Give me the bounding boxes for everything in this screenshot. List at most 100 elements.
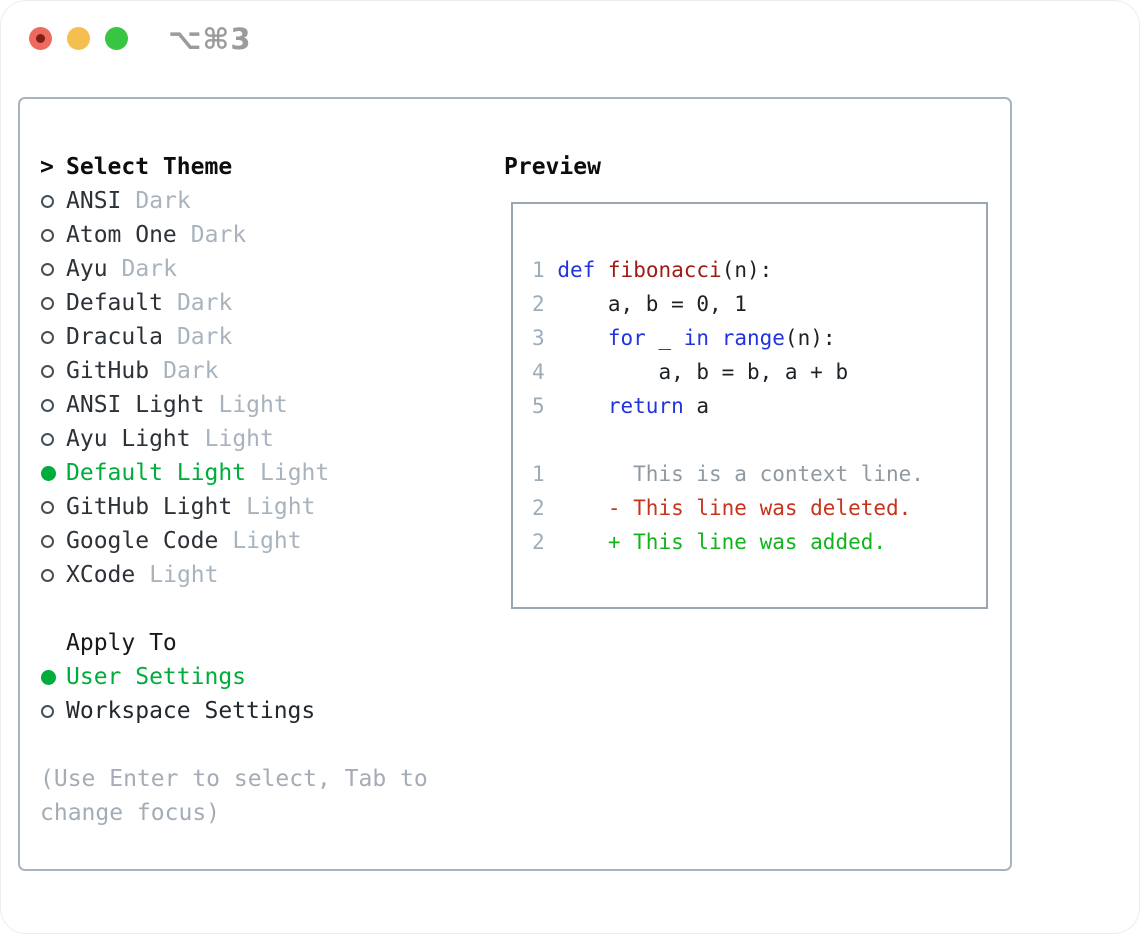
apply-to-header: Apply To — [40, 626, 480, 660]
radio-unselected-icon — [41, 534, 54, 548]
marker-cell — [40, 704, 66, 718]
theme-name: Ayu — [66, 256, 108, 282]
theme-option[interactable]: Default Light Light — [40, 456, 480, 490]
code-line: 4 a, b = b, a + b — [532, 355, 924, 389]
theme-name: XCode — [66, 562, 136, 588]
theme-variant-tag: Dark — [176, 290, 233, 316]
code-line: 2 + This line was added. — [532, 525, 924, 559]
code-token: return — [607, 394, 684, 418]
apply-option[interactable]: Workspace Settings — [40, 694, 480, 728]
code-token: fibonacci — [607, 258, 722, 282]
radio-unselected-icon — [41, 194, 54, 208]
code-token — [545, 326, 608, 350]
line-number: 1 — [532, 462, 545, 486]
code-token: for — [607, 326, 646, 350]
marker-cell — [40, 568, 66, 582]
theme-variant-tag: Dark — [135, 188, 191, 214]
theme-name: GitHub Light — [66, 494, 233, 520]
theme-option[interactable]: ANSI Dark — [40, 184, 480, 218]
line-number: 2 — [532, 530, 545, 554]
marker-cell — [40, 228, 66, 242]
theme-variant-tag: Light — [260, 460, 330, 486]
minimize-button[interactable] — [67, 27, 90, 50]
code-line: 2 a, b = 0, 1 — [532, 287, 924, 321]
theme-name: GitHub — [66, 358, 150, 384]
theme-name: ANSI — [66, 188, 122, 214]
theme-option[interactable]: XCode Light — [40, 558, 480, 592]
code-token: This is a context line. — [544, 462, 924, 486]
marker-cell — [40, 432, 66, 446]
theme-name: Atom One — [66, 222, 177, 248]
theme-name: Ayu Light — [66, 426, 191, 452]
preview-title: Preview — [504, 154, 601, 180]
select-theme-title: Select Theme — [66, 154, 233, 180]
apply-to-title: Apply To — [66, 630, 177, 656]
marker-cell — [40, 194, 66, 208]
theme-name: Dracula — [66, 324, 163, 350]
apply-option-label: User Settings — [66, 664, 247, 690]
code-line: 1 def fibonacci(n): — [532, 253, 924, 287]
marker-cell — [40, 262, 66, 276]
line-number: 1 — [532, 258, 545, 282]
line-number: 2 — [532, 496, 545, 520]
line-number: 3 — [532, 326, 545, 350]
code-line — [532, 423, 924, 457]
code-token: (n): — [784, 326, 836, 350]
window-shortcut-label: ⌥⌘3 — [168, 22, 252, 56]
titlebar: ⌥⌘3 — [0, 0, 1140, 80]
zoom-button[interactable] — [105, 27, 128, 50]
line-number: 4 — [532, 360, 545, 384]
radio-selected-icon — [41, 465, 56, 481]
code-token: _ — [645, 326, 684, 350]
code-token: a, b = 0, 1 — [544, 292, 747, 316]
select-theme-header: > Select Theme — [40, 150, 480, 184]
marker-cell — [40, 669, 66, 685]
radio-unselected-icon — [41, 262, 54, 276]
theme-name: Default Light — [66, 460, 247, 486]
radio-unselected-icon — [41, 228, 54, 242]
code-token — [545, 394, 608, 418]
marker-cell — [40, 534, 66, 548]
theme-option[interactable]: GitHub Light Light — [40, 490, 480, 524]
code-token: range — [721, 326, 785, 350]
marker-cell — [40, 398, 66, 412]
marker-cell — [40, 296, 66, 310]
marker-cell — [40, 330, 66, 344]
code-line: 1 This is a context line. — [532, 457, 924, 491]
theme-variant-tag: Light — [149, 562, 219, 588]
theme-variant-tag: Dark — [163, 358, 219, 384]
code-token: - This line was deleted. — [544, 496, 912, 520]
marker-cell — [40, 465, 66, 481]
code-line: 5 return a — [532, 389, 924, 423]
close-button[interactable] — [29, 27, 52, 50]
theme-option[interactable]: Atom One Dark — [40, 218, 480, 252]
code-line: 3 for _ in range(n): — [532, 321, 924, 355]
help-text: (Use Enter to select, Tab to change focu… — [40, 766, 428, 826]
spacer — [40, 592, 480, 626]
prompt-chevron-icon: > — [40, 154, 54, 180]
apply-option[interactable]: User Settings — [40, 660, 480, 694]
theme-variant-tag: Light — [218, 392, 288, 418]
code-token: def — [557, 258, 596, 282]
code-token: + This line was added. — [544, 530, 887, 554]
theme-option[interactable]: GitHub Dark — [40, 354, 480, 388]
radio-unselected-icon — [41, 398, 54, 412]
theme-variant-tag: Light — [246, 494, 316, 520]
radio-selected-icon — [41, 669, 56, 685]
radio-unselected-icon — [41, 500, 54, 514]
code-token: a, b = b, a + b — [544, 360, 849, 384]
theme-variant-tag: Dark — [190, 222, 247, 248]
marker-cell — [40, 364, 66, 378]
theme-name: Google Code — [66, 528, 219, 554]
line-number: 5 — [532, 394, 545, 418]
